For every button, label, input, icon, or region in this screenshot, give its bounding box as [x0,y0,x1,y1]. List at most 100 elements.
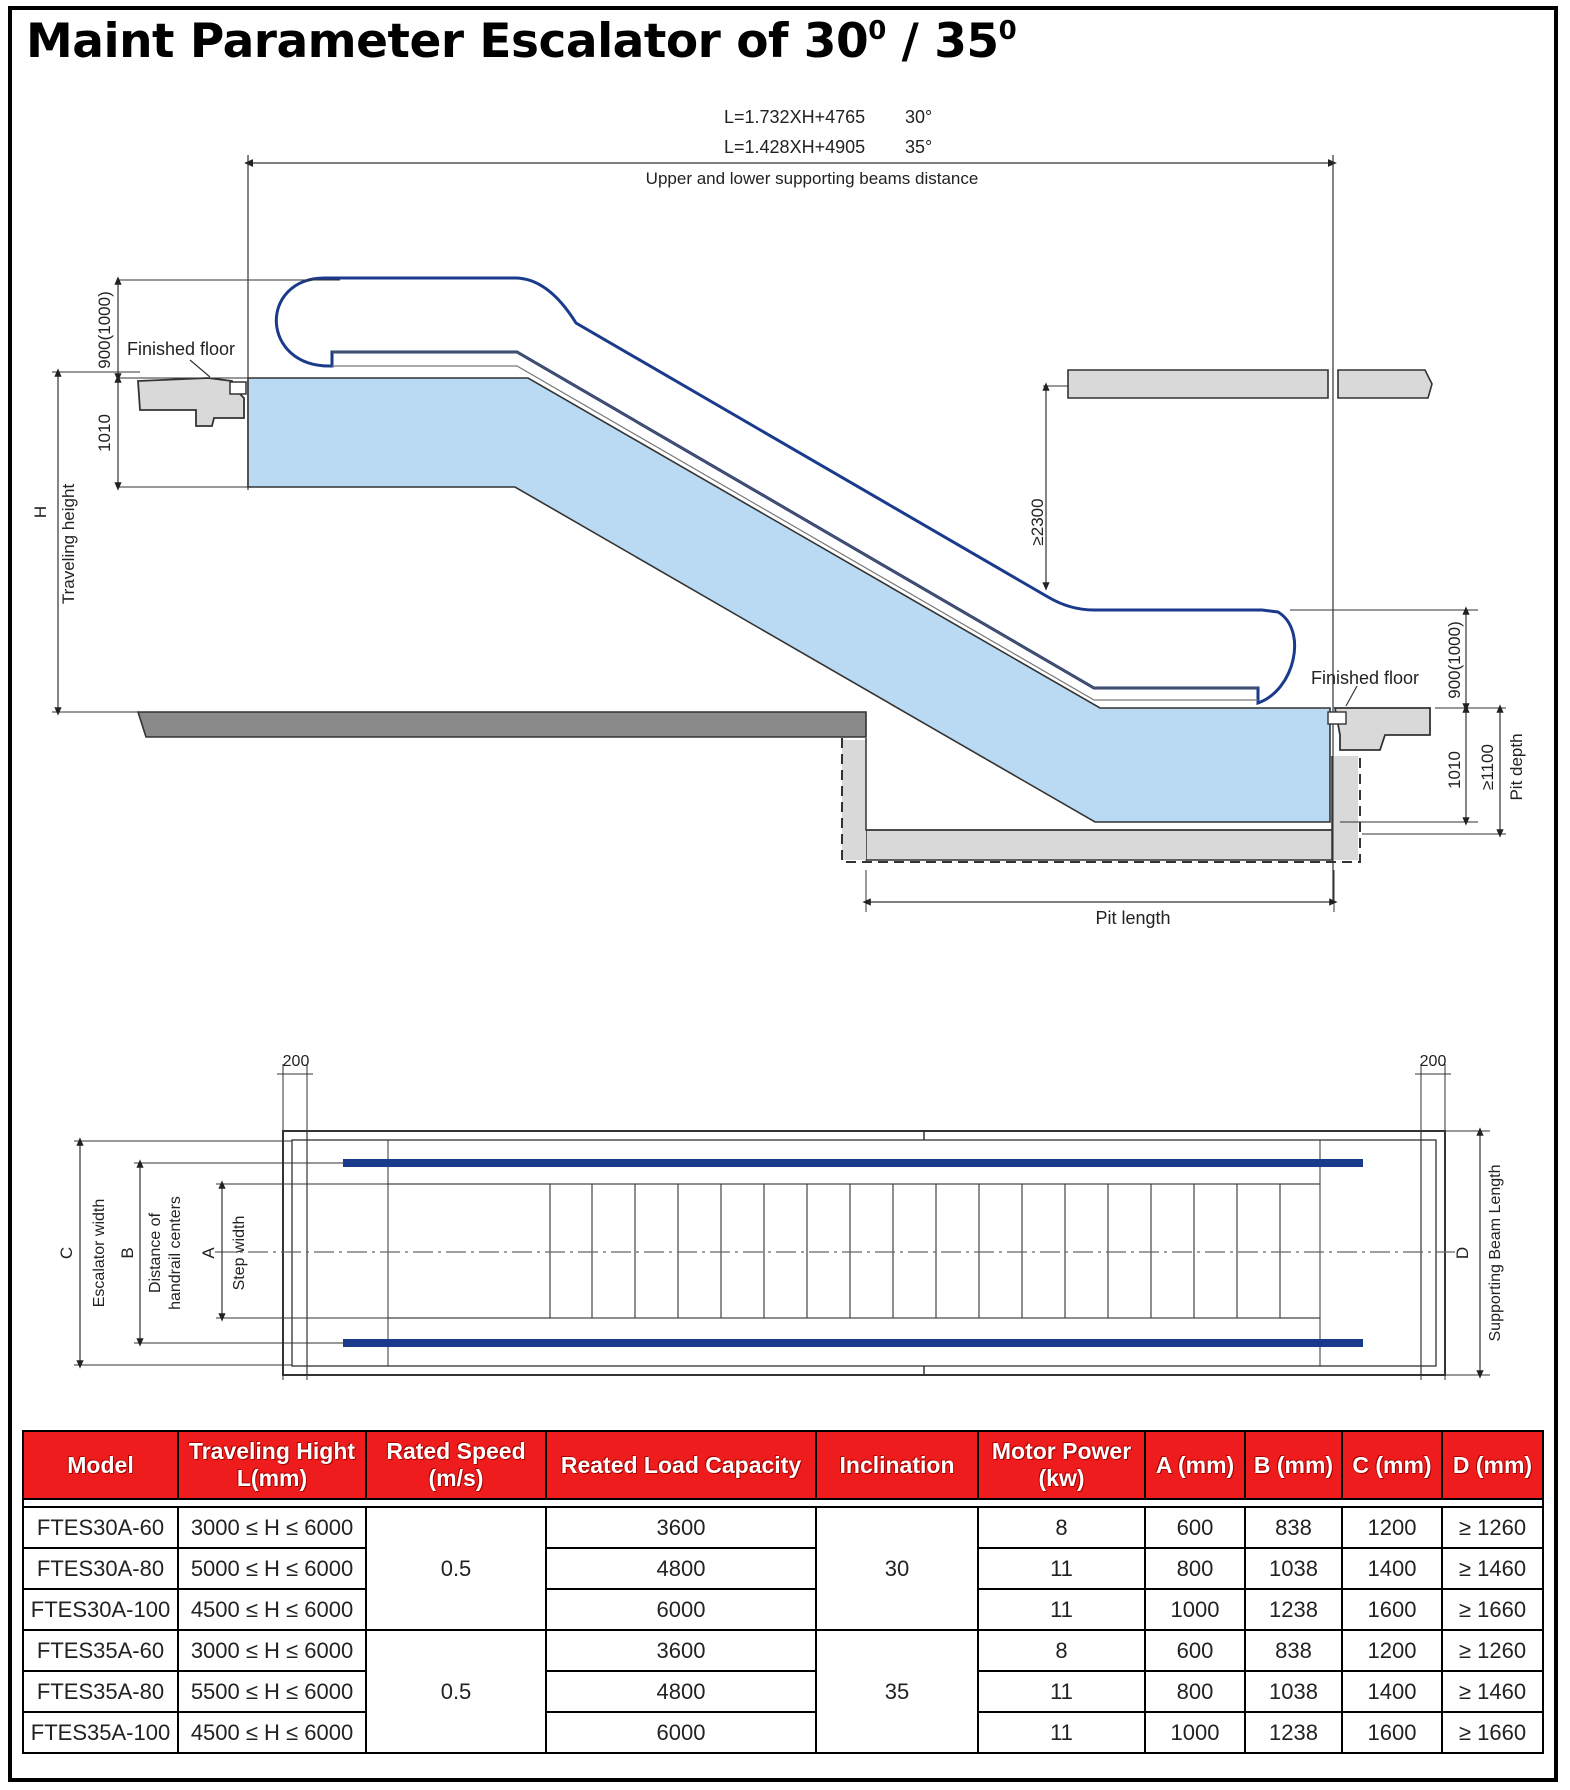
dim-200-right: 200 [1420,1053,1447,1070]
escalator-drawings: L=1.732XH+4765 30° L=1.428XH+4905 35° Up… [31,107,1526,1380]
header-inclination: Inclination [815,1430,979,1500]
finished-floor-upper: Finished floor [127,339,235,359]
cell-a: 1000 [1144,1588,1246,1631]
supporting-beam-length-label: Supporting Beam Length [1487,1164,1504,1341]
formula-30: L=1.732XH+4765 [724,107,865,127]
dim-h: H [31,506,50,518]
cell-a: 800 [1144,1670,1246,1713]
cell-load: 6000 [545,1711,817,1754]
cell-power: 11 [977,1547,1146,1590]
cell-a: 1000 [1144,1711,1246,1754]
cell-load: 3600 [545,1629,817,1672]
cell-d: ≥ 1260 [1441,1506,1544,1549]
cell-power: 11 [977,1711,1146,1754]
cell-load: 4800 [545,1547,817,1590]
cell-d: ≥ 1460 [1441,1670,1544,1713]
cell-a: 800 [1144,1547,1246,1590]
handrail-distance-line2: handrail centers [167,1196,184,1310]
cell-height: 3000 ≤ H ≤ 6000 [177,1506,367,1549]
dim-d: D [1453,1247,1472,1259]
cell-power: 8 [977,1506,1146,1549]
table-spacer [22,1499,1544,1507]
formula-35: L=1.428XH+4905 [724,137,865,157]
dim-200-left: 200 [283,1053,310,1070]
plan-view: 200 200 [57,1053,1504,1380]
cell-b: 838 [1244,1629,1343,1672]
cell-c: 1200 [1341,1506,1443,1549]
cell-height: 4500 ≤ H ≤ 6000 [177,1711,367,1754]
header-power: Motor Power(kw) [977,1430,1146,1500]
cell-c: 1600 [1341,1711,1443,1754]
cell-b: 838 [1244,1506,1343,1549]
cell-speed: 0.5 [365,1629,547,1754]
cell-d: ≥ 1660 [1441,1588,1544,1631]
finished-floor-lower: Finished floor [1311,668,1419,688]
cell-height: 4500 ≤ H ≤ 6000 [177,1588,367,1631]
cell-inclination: 35 [815,1629,979,1754]
cell-load: 3600 [545,1506,817,1549]
page-title: Maint Parameter Escalator of 300 / 350 [26,14,1017,69]
dim-2300: ≥2300 [1028,498,1047,545]
step-width-label: Step width [231,1216,248,1291]
cell-model: FTES30A-60 [22,1506,179,1549]
cell-c: 1600 [1341,1588,1443,1631]
steps [388,1183,1320,1319]
cell-b: 1238 [1244,1588,1343,1631]
cell-c: 1200 [1341,1629,1443,1672]
dim-a: A [199,1247,218,1259]
table-row: FTES30A-100 4500 ≤ H ≤ 6000 6000 11 1000… [22,1588,1544,1631]
header-b: B (mm) [1244,1430,1343,1500]
cell-power: 11 [977,1588,1146,1631]
dim-1010-lower: 1010 [1445,751,1464,789]
table-row: FTES30A-80 5000 ≤ H ≤ 6000 4800 11 800 1… [22,1547,1544,1590]
cell-power: 8 [977,1629,1146,1672]
cell-load: 6000 [545,1588,817,1631]
angle-35: 35° [905,137,932,157]
pit-depth-label: Pit depth [1507,733,1526,800]
cell-d: ≥ 1260 [1441,1629,1544,1672]
cell-model: FTES35A-80 [22,1670,179,1713]
cell-height: 5500 ≤ H ≤ 6000 [177,1670,367,1713]
table-row: FTES35A-80 5500 ≤ H ≤ 6000 4800 11 800 1… [22,1670,1544,1713]
cell-power: 11 [977,1670,1146,1713]
side-view: L=1.732XH+4765 30° L=1.428XH+4905 35° Up… [31,107,1526,928]
header-model: Model [22,1430,179,1500]
cell-c: 1400 [1341,1547,1443,1590]
handrail-bottom [343,1339,1363,1347]
escalator-truss [247,377,1331,823]
pit-length-label: Pit length [1095,908,1170,928]
lower-floor-slab [136,711,867,738]
cell-model: FTES30A-80 [22,1547,179,1590]
dim-b: B [118,1247,137,1258]
dim-900-upper: 900(1000) [95,291,114,369]
angle-30: 30° [905,107,932,127]
cell-b: 1238 [1244,1711,1343,1754]
dim-900-lower: 900(1000) [1445,621,1464,699]
ceiling-slab [1067,369,1433,399]
dim-1010-upper: 1010 [95,414,114,452]
upper-floor-slab [137,377,245,427]
plan-outer-frame [282,1130,1446,1376]
beam-distance-label: Upper and lower supporting beams distanc… [646,169,979,188]
dim-c: C [57,1247,76,1259]
header-load: Reated Load Capacity [545,1430,817,1500]
table-row: FTES30A-60 3000 ≤ H ≤ 6000 0.5 3600 30 8… [22,1506,1544,1631]
header-d: D (mm) [1441,1430,1544,1500]
escalator-width-label: Escalator width [91,1199,108,1308]
handrail [274,276,1296,706]
table-row: FTES35A-100 4500 ≤ H ≤ 6000 6000 11 1000… [22,1711,1544,1754]
header-speed: Rated Speed(m/s) [365,1430,547,1500]
cell-d: ≥ 1460 [1441,1547,1544,1590]
cell-model: FTES30A-100 [22,1588,179,1631]
cell-inclination: 30 [815,1506,979,1631]
cell-b: 1038 [1244,1670,1343,1713]
header-c: C (mm) [1341,1430,1443,1500]
lower-finished-floor [1333,707,1431,751]
cell-height: 5000 ≤ H ≤ 6000 [177,1547,367,1590]
header-a: A (mm) [1144,1430,1246,1500]
traveling-height-label: Traveling height [59,484,78,605]
cell-d: ≥ 1660 [1441,1711,1544,1754]
